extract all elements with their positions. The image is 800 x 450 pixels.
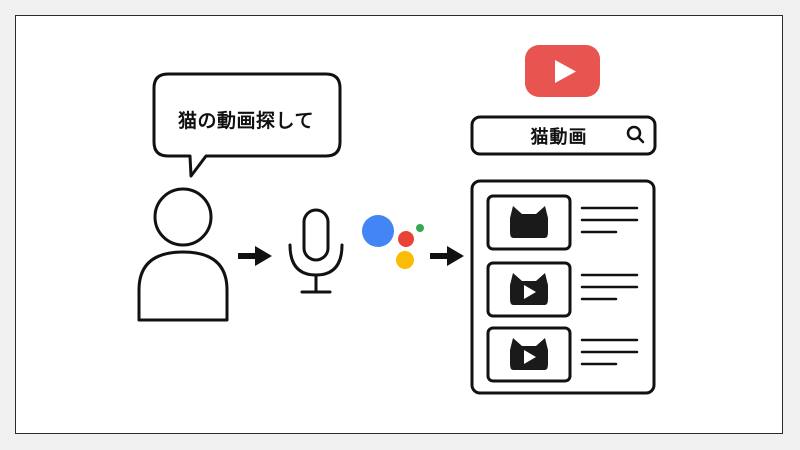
speech-bubble	[152, 72, 342, 178]
cat-face-icon	[510, 206, 548, 238]
search-icon[interactable]	[626, 125, 645, 144]
youtube-play-icon	[525, 45, 600, 97]
arrow-icon	[430, 246, 464, 266]
person-icon	[137, 187, 229, 322]
result-item[interactable]	[486, 194, 639, 251]
assistant-dots-icon	[362, 215, 424, 269]
microphone-icon	[288, 208, 344, 294]
play-icon	[524, 285, 536, 299]
search-box[interactable]	[470, 115, 657, 156]
result-item[interactable]	[486, 326, 639, 383]
result-item[interactable]	[486, 261, 639, 318]
arrow-icon	[238, 246, 272, 266]
search-query[interactable]: 猫動画	[530, 127, 588, 148]
speech-bubble-text: 猫の動画探して	[178, 109, 314, 132]
play-icon	[524, 350, 536, 364]
